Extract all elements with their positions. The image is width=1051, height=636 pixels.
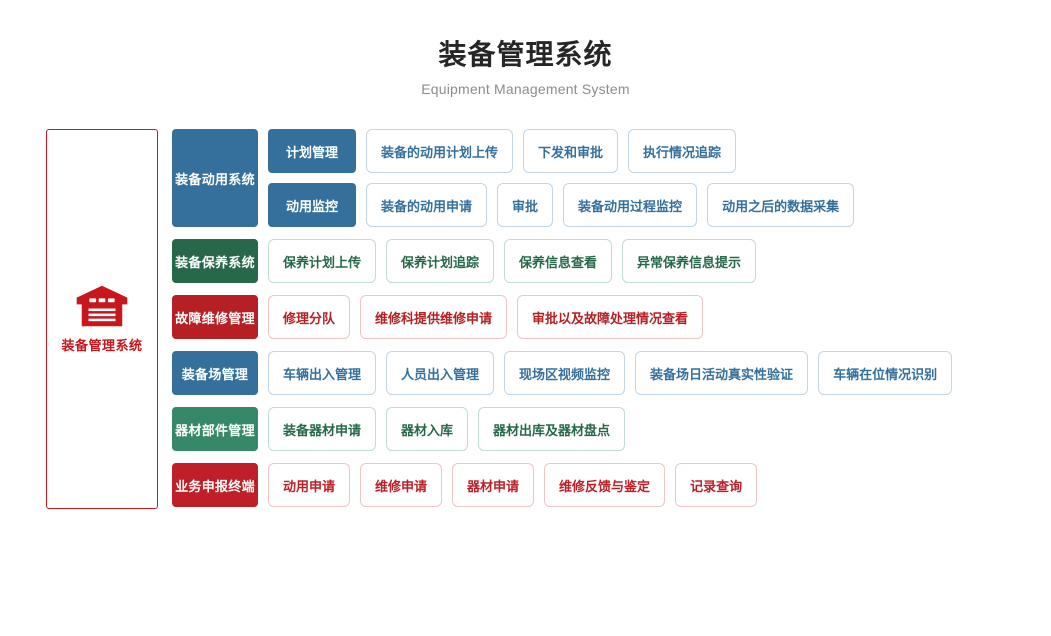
- subcategory-row: 动用监控装备的动用申请审批装备动用过程监控动用之后的数据采集: [268, 183, 855, 227]
- diagram-row: 装备场管理车辆出入管理人员出入管理现场区视频监控装备场日活动真实性验证车辆在位情…: [172, 351, 1032, 395]
- feature-box[interactable]: 动用之后的数据采集: [707, 183, 855, 227]
- diagram-rows: 装备动用系统计划管理装备的动用计划上传下发和审批执行情况追踪动用监控装备的动用申…: [172, 129, 1032, 519]
- warehouse-icon: [75, 284, 129, 328]
- system-root-label: 装备管理系统: [61, 338, 143, 353]
- feature-box[interactable]: 车辆在位情况识别: [818, 351, 953, 395]
- feature-box[interactable]: 现场区视频监控: [504, 351, 626, 395]
- diagram-row: 业务申报终端动用申请维修申请器材申请维修反馈与鉴定记录查询: [172, 463, 1032, 507]
- feature-box[interactable]: 车辆出入管理: [268, 351, 377, 395]
- feature-box[interactable]: 异常保养信息提示: [622, 239, 757, 283]
- feature-box[interactable]: 装备器材申请: [268, 407, 377, 451]
- feature-box[interactable]: 装备的动用申请: [366, 183, 488, 227]
- feature-box[interactable]: 记录查询: [675, 463, 758, 507]
- feature-box[interactable]: 器材申请: [452, 463, 535, 507]
- feature-box[interactable]: 维修申请: [360, 463, 443, 507]
- category-tile[interactable]: 业务申报终端: [172, 463, 258, 507]
- subcategory-row: 保养计划上传保养计划追踪保养信息查看异常保养信息提示: [268, 239, 757, 283]
- feature-box[interactable]: 动用申请: [268, 463, 351, 507]
- feature-box[interactable]: 装备场日活动真实性验证: [635, 351, 809, 395]
- feature-box[interactable]: 保养信息查看: [504, 239, 613, 283]
- subcategory-row: 车辆出入管理人员出入管理现场区视频监控装备场日活动真实性验证车辆在位情况识别: [268, 351, 953, 395]
- diagram-row: 故障维修管理修理分队维修科提供维修申请审批以及故障处理情况查看: [172, 295, 1032, 339]
- page-header: 装备管理系统 Equipment Management System: [0, 36, 1051, 100]
- category-groups: 计划管理装备的动用计划上传下发和审批执行情况追踪动用监控装备的动用申请审批装备动…: [268, 129, 855, 227]
- subcategory-row: 装备器材申请器材入库器材出库及器材盘点: [268, 407, 626, 451]
- feature-box[interactable]: 装备动用过程监控: [563, 183, 698, 227]
- category-groups: 修理分队维修科提供维修申请审批以及故障处理情况查看: [268, 295, 704, 339]
- diagram-row: 装备动用系统计划管理装备的动用计划上传下发和审批执行情况追踪动用监控装备的动用申…: [172, 129, 1032, 227]
- category-groups: 车辆出入管理人员出入管理现场区视频监控装备场日活动真实性验证车辆在位情况识别: [268, 351, 953, 395]
- feature-box[interactable]: 人员出入管理: [386, 351, 495, 395]
- category-groups: 装备器材申请器材入库器材出库及器材盘点: [268, 407, 626, 451]
- category-tile[interactable]: 装备场管理: [172, 351, 258, 395]
- subcategory-row: 修理分队维修科提供维修申请审批以及故障处理情况查看: [268, 295, 704, 339]
- feature-box[interactable]: 审批以及故障处理情况查看: [517, 295, 704, 339]
- page-subtitle: Equipment Management System: [421, 81, 630, 97]
- feature-box[interactable]: 保养计划追踪: [386, 239, 495, 283]
- category-tile[interactable]: 故障维修管理: [172, 295, 258, 339]
- feature-box[interactable]: 器材出库及器材盘点: [478, 407, 626, 451]
- diagram-row: 装备保养系统保养计划上传保养计划追踪保养信息查看异常保养信息提示: [172, 239, 1032, 283]
- system-root-panel[interactable]: 装备管理系统: [46, 129, 158, 509]
- feature-box[interactable]: 保养计划上传: [268, 239, 377, 283]
- feature-box[interactable]: 维修反馈与鉴定: [544, 463, 666, 507]
- subcategory-tile[interactable]: 动用监控: [268, 183, 357, 227]
- feature-box[interactable]: 执行情况追踪: [628, 129, 737, 173]
- category-tile[interactable]: 装备保养系统: [172, 239, 258, 283]
- feature-box[interactable]: 装备的动用计划上传: [366, 129, 514, 173]
- category-groups: 保养计划上传保养计划追踪保养信息查看异常保养信息提示: [268, 239, 757, 283]
- subcategory-row: 计划管理装备的动用计划上传下发和审批执行情况追踪: [268, 129, 854, 173]
- subcategory-row: 动用申请维修申请器材申请维修反馈与鉴定记录查询: [268, 463, 758, 507]
- category-tile[interactable]: 器材部件管理: [172, 407, 258, 451]
- subcategory-tile[interactable]: 计划管理: [268, 129, 357, 173]
- feature-box[interactable]: 修理分队: [268, 295, 351, 339]
- category-groups: 动用申请维修申请器材申请维修反馈与鉴定记录查询: [268, 463, 758, 507]
- feature-box[interactable]: 下发和审批: [523, 129, 619, 173]
- page-title: 装备管理系统: [438, 39, 613, 70]
- category-tile[interactable]: 装备动用系统: [172, 129, 258, 227]
- feature-box[interactable]: 审批: [497, 183, 554, 227]
- feature-box[interactable]: 维修科提供维修申请: [360, 295, 508, 339]
- diagram-row: 器材部件管理装备器材申请器材入库器材出库及器材盘点: [172, 407, 1032, 451]
- feature-box[interactable]: 器材入库: [386, 407, 469, 451]
